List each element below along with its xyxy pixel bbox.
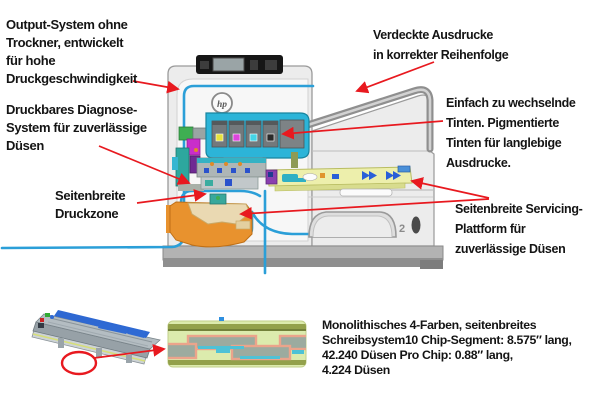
printhead-assembly (196, 157, 267, 190)
annotation-diagnose-system: Druckbares Diagnose- System für zuverläs… (6, 102, 147, 153)
output-arm (288, 86, 434, 153)
callout-arrows (93, 61, 490, 359)
annotation-schreibsystem: Monolithisches 4-Farben, seitenbreites S… (322, 318, 572, 377)
ink-chip-black (266, 133, 275, 142)
callout-arrow-inset (93, 344, 166, 359)
annotation-tinten: Einfach zu wechselnde Tinten. Pigmentier… (446, 96, 576, 170)
chip-inset-photo (167, 317, 307, 368)
ink-chip-yellow (215, 133, 224, 142)
ink-chip-cyan (249, 133, 258, 142)
handle-recess (308, 211, 397, 238)
control-panel (196, 55, 283, 74)
callout-arrow-druckzone (136, 189, 207, 204)
service-platform (265, 152, 413, 197)
callout-arrow-tinten (281, 120, 444, 140)
platform-arrow-icons (362, 171, 401, 180)
annotation-servicing-plattform: Seitenbreite Servicing- Plattform für zu… (455, 202, 583, 256)
printbar-photo (31, 310, 161, 365)
annotation-output-system: Output-System ohne Trockner, entwickelt … (6, 17, 137, 86)
annotation-druckzone: Seitenbreite Druckzone (55, 188, 126, 221)
annotation-verdeckte-ausdrucke: Verdeckte Ausdrucke in korrekter Reihenf… (373, 28, 509, 62)
duplexer-tray (166, 193, 253, 248)
svg-text:hp: hp (217, 100, 227, 110)
printer-illustration: hp (0, 55, 444, 275)
printer-base (162, 245, 444, 269)
callout-arrow-verdeckte (355, 61, 435, 94)
tray2-label: 2 (399, 223, 405, 235)
callout-arrow-servicing-a (410, 177, 490, 199)
callout-arrow-servicing-b (239, 198, 490, 220)
callout-ellipse (60, 350, 98, 376)
display-screen (212, 57, 245, 72)
ink-chip-magenta (232, 133, 241, 142)
chip-segments (168, 334, 306, 361)
lock-slot (411, 216, 421, 234)
callout-arrow-diagnose (98, 145, 191, 185)
callout-arrow-output-system (132, 80, 180, 94)
hp-logo: hp (211, 92, 233, 114)
